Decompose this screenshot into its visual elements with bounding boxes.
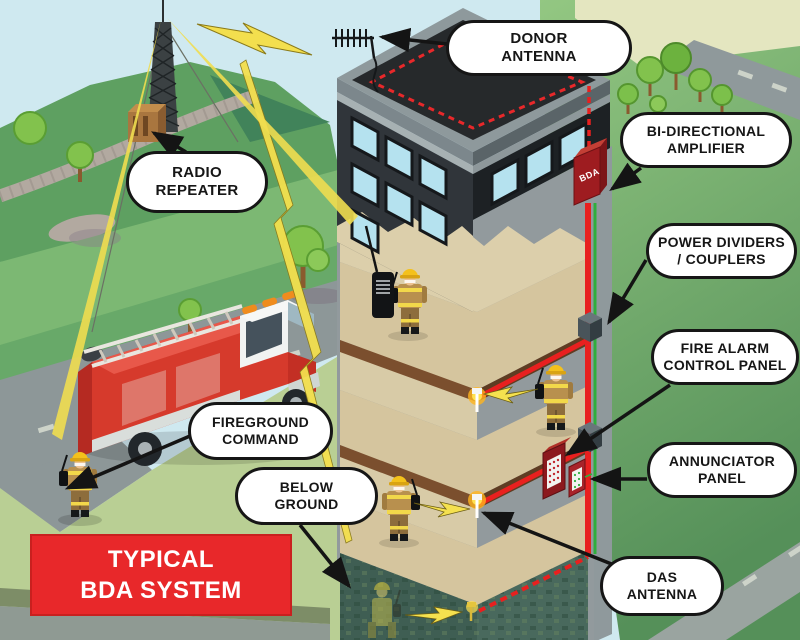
callout-bi-directional-amplifier: BI-DIRECTIONAL AMPLIFIER (620, 112, 792, 168)
road-top-right (658, 40, 800, 120)
arrow-radio-repeater (150, 131, 187, 158)
callout-donor-antenna: DONOR ANTENNA (446, 20, 632, 76)
radio-repeater-tower (91, 0, 239, 333)
arrow-below-ground (298, 523, 352, 589)
callout-below-ground: BELOW GROUND (235, 467, 378, 525)
horizontal-cable (477, 337, 590, 400)
guy-wire (162, 21, 239, 143)
callout-fireground-command: FIREGROUND COMMAND (188, 402, 333, 460)
rf-beam-to-fireground (52, 20, 161, 440)
arrow-das-antenna (480, 511, 615, 567)
callout-das-antenna: DAS ANTENNA (600, 556, 724, 616)
tree-cluster-right (617, 42, 733, 114)
windows-left (350, 115, 448, 255)
arrow-donor-antenna (378, 27, 448, 53)
basement (340, 551, 589, 640)
callout-arrows (64, 27, 671, 589)
gravel-patch (48, 214, 116, 242)
signal-bolt-floor2 (413, 501, 471, 518)
building: BDA (337, 8, 612, 640)
callout-power-dividers-couplers: POWER DIVIDERS / COUPLERS (646, 223, 797, 279)
das-antenna-basement (466, 601, 478, 621)
power-divider-coupler-1 (578, 312, 602, 342)
callout-fire-alarm-control-panel: FIRE ALARM CONTROL PANEL (651, 329, 799, 385)
power-divider-coupler-2 (578, 422, 602, 452)
road-dashes-top (737, 69, 788, 93)
das-antenna-floor2 (468, 491, 486, 518)
trees (13, 42, 733, 347)
arrow-power-dividers (607, 259, 648, 326)
beacon-lights (242, 290, 298, 315)
arrow-fireground (64, 434, 191, 490)
callout-annunciator-panel: ANNUNCIATOR PANEL (647, 442, 797, 498)
annunciator-panel-device (568, 458, 593, 498)
right-edge-wall (594, 146, 612, 640)
signal-bolt-basement (404, 606, 464, 625)
rf-beam-to-floor3 (167, 18, 358, 225)
arrow-bda (609, 162, 643, 192)
tree (282, 225, 330, 288)
tree (66, 141, 94, 182)
callout-radio-repeater: RADIO REPEATER (126, 151, 268, 213)
lightning-bolt-to-donor (196, 22, 313, 56)
fire-alarm-control-panel-device (542, 437, 571, 500)
das-antenna-floor3 (468, 387, 486, 412)
hill-shade (210, 75, 330, 142)
horizontal-cable (477, 445, 590, 507)
basement-cable (478, 555, 589, 613)
donor-antenna-device (332, 29, 379, 93)
ghost-firefighter (368, 582, 401, 638)
signal-bolt-floor3 (482, 386, 539, 404)
portable-radio-large (364, 225, 394, 318)
lightning-bolt-long (239, 59, 353, 544)
ladder (83, 304, 251, 368)
arrow-facp (565, 383, 671, 456)
riser (585, 86, 597, 557)
title-banner: TYPICAL BDA SYSTEM (30, 534, 292, 616)
rf-signals (52, 18, 358, 544)
bush (13, 111, 47, 145)
bda-amplifier-box: BDA (573, 138, 607, 206)
